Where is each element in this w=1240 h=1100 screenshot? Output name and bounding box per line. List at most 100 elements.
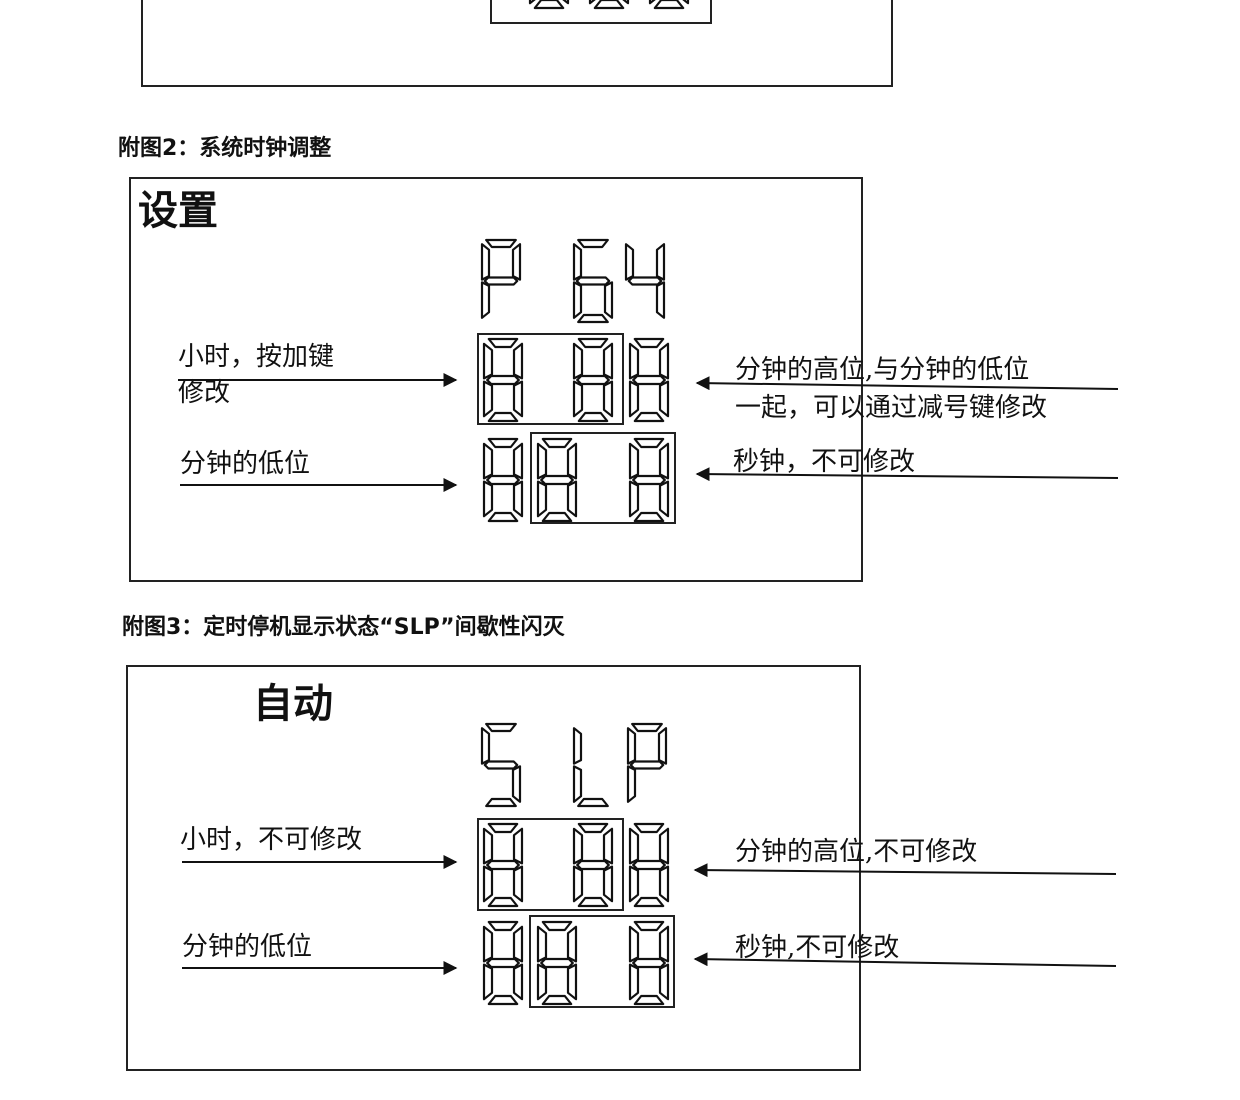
figure1-frame bbox=[141, 0, 893, 87]
segment-c bbox=[622, 0, 630, 5]
figure3-top-glyph-2 bbox=[572, 727, 609, 808]
figure2-row1-group-box bbox=[477, 333, 624, 425]
segment-d bbox=[577, 896, 609, 908]
figure3-row1-digit-1 bbox=[482, 822, 524, 908]
segment-b bbox=[602, 827, 614, 865]
segment-f bbox=[572, 243, 583, 281]
segment-c bbox=[512, 380, 524, 418]
segment-b bbox=[655, 243, 666, 281]
segment-f bbox=[628, 925, 640, 963]
segment-b bbox=[512, 925, 524, 963]
figure3-arrow-min-high bbox=[693, 863, 1117, 878]
segment-f bbox=[482, 342, 494, 380]
segment-d bbox=[487, 896, 519, 908]
figure2-label-min-high-line1: 分钟的高位,与分钟的低位 bbox=[735, 355, 1030, 385]
segment-c bbox=[603, 281, 614, 319]
segment-d bbox=[633, 411, 665, 423]
segment-a bbox=[631, 722, 663, 733]
segment-d bbox=[487, 511, 519, 523]
figure2-row1-digit-2 bbox=[572, 337, 614, 423]
segment-d bbox=[577, 797, 609, 808]
segment-a bbox=[485, 722, 517, 733]
segment-d bbox=[541, 511, 573, 523]
segment-c bbox=[602, 380, 614, 418]
figure2-row2-digit-2 bbox=[536, 437, 578, 523]
segment-g bbox=[486, 957, 520, 969]
segment-d bbox=[633, 511, 665, 523]
figure3-digit-row1 bbox=[482, 822, 670, 908]
segment-a bbox=[487, 337, 519, 349]
segment-e bbox=[482, 380, 494, 418]
segment-d bbox=[533, 0, 565, 10]
segment-b bbox=[566, 442, 578, 480]
segment-f bbox=[624, 243, 635, 281]
figure1-digit-3 bbox=[648, 0, 690, 10]
segment-e bbox=[572, 865, 584, 903]
figure2-label-min-low: 分钟的低位 bbox=[180, 449, 311, 479]
figure2-row2-digit-3 bbox=[628, 437, 670, 523]
segment-f bbox=[572, 727, 583, 765]
segment-f bbox=[536, 442, 548, 480]
figure3-mode-label: 自动 bbox=[253, 681, 333, 727]
figure2-mode-label: 设置 bbox=[138, 188, 218, 234]
figure3-row2-digit-1 bbox=[482, 920, 524, 1006]
segment-e bbox=[628, 380, 640, 418]
figure3-row1-group-box bbox=[477, 818, 624, 911]
figure2-label-hour-line2: 修改 bbox=[178, 378, 231, 408]
figure3-top-glyph-1 bbox=[480, 722, 522, 808]
segment-a bbox=[633, 437, 665, 449]
segment-a bbox=[633, 822, 665, 834]
segment-g bbox=[486, 859, 520, 871]
segment-g bbox=[483, 276, 519, 286]
figure2-frame bbox=[129, 177, 863, 582]
figure1-display-box bbox=[490, 0, 712, 24]
segment-c bbox=[658, 480, 670, 518]
segment-c bbox=[511, 765, 522, 803]
figure3-display-top bbox=[480, 722, 668, 808]
segment-f bbox=[482, 827, 494, 865]
segment-g bbox=[627, 276, 663, 286]
segment-b bbox=[658, 342, 670, 380]
segment-d bbox=[633, 994, 665, 1006]
segment-a bbox=[487, 920, 519, 932]
segment-a bbox=[487, 437, 519, 449]
segment-c bbox=[566, 480, 578, 518]
figure3-caption: 附图3：定时停机显示状态“SLP”间歇性闪灭 bbox=[122, 615, 565, 640]
figure2-digit-row1 bbox=[482, 337, 670, 423]
figure2-label-hour-line1: 小时，按加键 bbox=[178, 342, 335, 372]
figure3-row1-digit-3 bbox=[628, 822, 670, 908]
segment-f bbox=[536, 925, 548, 963]
figure2-arrow-seconds bbox=[695, 467, 1119, 482]
segment-d bbox=[485, 797, 517, 808]
segment-g bbox=[576, 859, 610, 871]
segment-b bbox=[658, 827, 670, 865]
figure3-label-hour: 小时，不可修改 bbox=[180, 825, 363, 855]
figure2-row2-group-box bbox=[530, 432, 676, 524]
figure2-top-glyph-1 bbox=[480, 238, 522, 319]
segment-g bbox=[632, 957, 666, 969]
figure3-arrow-seconds bbox=[693, 952, 1117, 967]
figure1-digit-row bbox=[528, 0, 690, 10]
segment-g bbox=[540, 474, 574, 486]
segment-a bbox=[487, 822, 519, 834]
figure3-label-seconds: 秒钟,不可修改 bbox=[735, 933, 900, 963]
segment-f bbox=[482, 925, 494, 963]
figure3-row2-digit-3 bbox=[628, 920, 670, 1006]
figure2-row1-digit-1 bbox=[482, 337, 524, 423]
figure3-label-min-high: 分钟的高位,不可修改 bbox=[735, 837, 978, 867]
segment-e bbox=[482, 865, 494, 903]
segment-b bbox=[512, 442, 524, 480]
segment-b bbox=[657, 727, 668, 765]
segment-b bbox=[566, 925, 578, 963]
figure2-display-top bbox=[480, 238, 666, 324]
segment-e bbox=[536, 480, 548, 518]
segment-e bbox=[572, 281, 583, 319]
segment-a bbox=[485, 238, 517, 249]
segment-f bbox=[480, 727, 491, 765]
figure3-row1-digit-2 bbox=[572, 822, 614, 908]
segment-e bbox=[628, 963, 640, 1001]
segment-c bbox=[658, 380, 670, 418]
segment-e bbox=[628, 865, 640, 903]
segment-g bbox=[632, 474, 666, 486]
